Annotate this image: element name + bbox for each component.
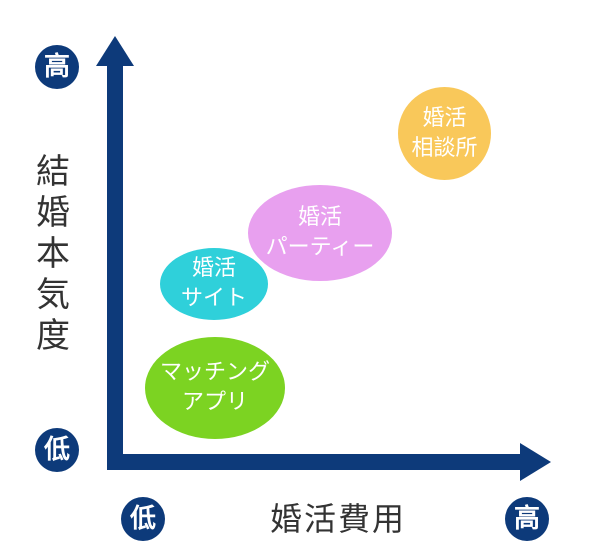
bubble-line-1: 婚活 <box>422 105 467 131</box>
bubble-line-2: 相談所 <box>411 135 478 161</box>
x-high-badge: 高 <box>505 497 549 541</box>
y-axis-label-char: 婚 <box>36 193 70 233</box>
x-axis-arrowhead <box>520 443 551 481</box>
bubble-line-1: マッチング <box>159 360 270 385</box>
bubble-line-2: アプリ <box>181 390 248 415</box>
y-low-badge: 低 <box>35 428 79 472</box>
y-axis-shaft <box>107 62 123 470</box>
bubble-line-1: 婚活 <box>191 256 236 281</box>
bubble-line-2: パーティー <box>265 235 375 260</box>
x-axis-label: 婚活費用 <box>269 500 406 538</box>
y-axis-label-char: 度 <box>36 316 70 356</box>
bubble-matching-app: マッチング アプリ <box>145 337 285 439</box>
y-high-badge: 高 <box>35 45 79 89</box>
y-axis-label: 結婚本気度 <box>30 152 76 357</box>
bubble-marriage-site: 婚活 サイト <box>160 248 268 320</box>
y-axis-label-char: 気 <box>36 275 70 315</box>
bubble-line-2: サイト <box>180 286 247 311</box>
y-axis-label-char: 本 <box>36 234 70 274</box>
y-axis-arrowhead <box>96 36 134 66</box>
x-axis-shaft <box>107 454 525 470</box>
bubble-marriage-party: 婚活 パーティー <box>248 185 392 281</box>
bubble-marriage-agency: 婚活 相談所 <box>398 87 491 180</box>
bubble-line-1: 婚活 <box>297 205 342 230</box>
x-low-badge: 低 <box>121 497 165 541</box>
y-axis-label-char: 結 <box>36 152 70 192</box>
